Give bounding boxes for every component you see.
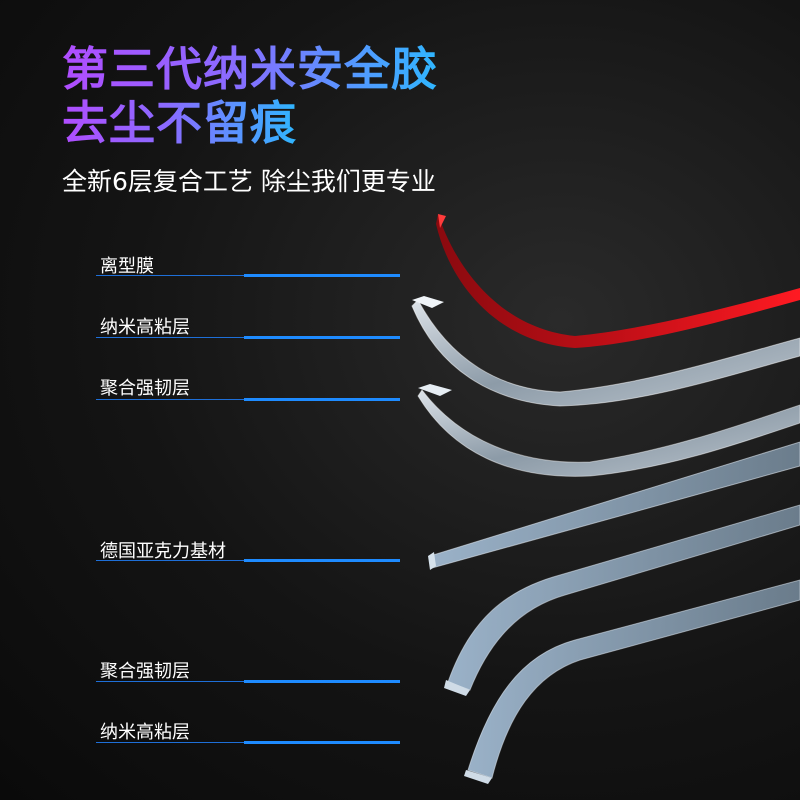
nano-adhesive-strip-upper — [411, 299, 800, 407]
layer-label-polymer-1: 聚合强韧层 — [100, 378, 190, 399]
leader-line-6 — [96, 741, 400, 744]
leader-line-5 — [96, 680, 400, 683]
layer-label-nano-adhesive-2: 纳米高粘层 — [100, 722, 190, 743]
leader-line-2 — [96, 336, 400, 339]
leader-line-3 — [96, 398, 400, 401]
headline-line-1: 第三代纳米安全胶 — [62, 42, 438, 96]
headline-line-2: 去尘不留痕 — [62, 96, 297, 150]
polymer-strip-lower — [447, 504, 800, 691]
layer-label-nano-adhesive-1: 纳米高粘层 — [100, 317, 190, 338]
leader-line-4 — [96, 559, 400, 562]
leader-line-1 — [96, 274, 400, 277]
release-film-strip — [436, 214, 800, 348]
layer-label-polymer-2: 聚合强韧层 — [100, 661, 190, 682]
layer-label-release-film: 离型膜 — [100, 256, 154, 277]
polymer-strip-upper — [417, 389, 800, 477]
subtitle: 全新6层复合工艺 除尘我们更专业 — [62, 167, 436, 196]
layer-label-acrylic-base: 德国亚克力基材 — [100, 541, 226, 562]
nano-adhesive-strip-lower — [467, 579, 800, 779]
